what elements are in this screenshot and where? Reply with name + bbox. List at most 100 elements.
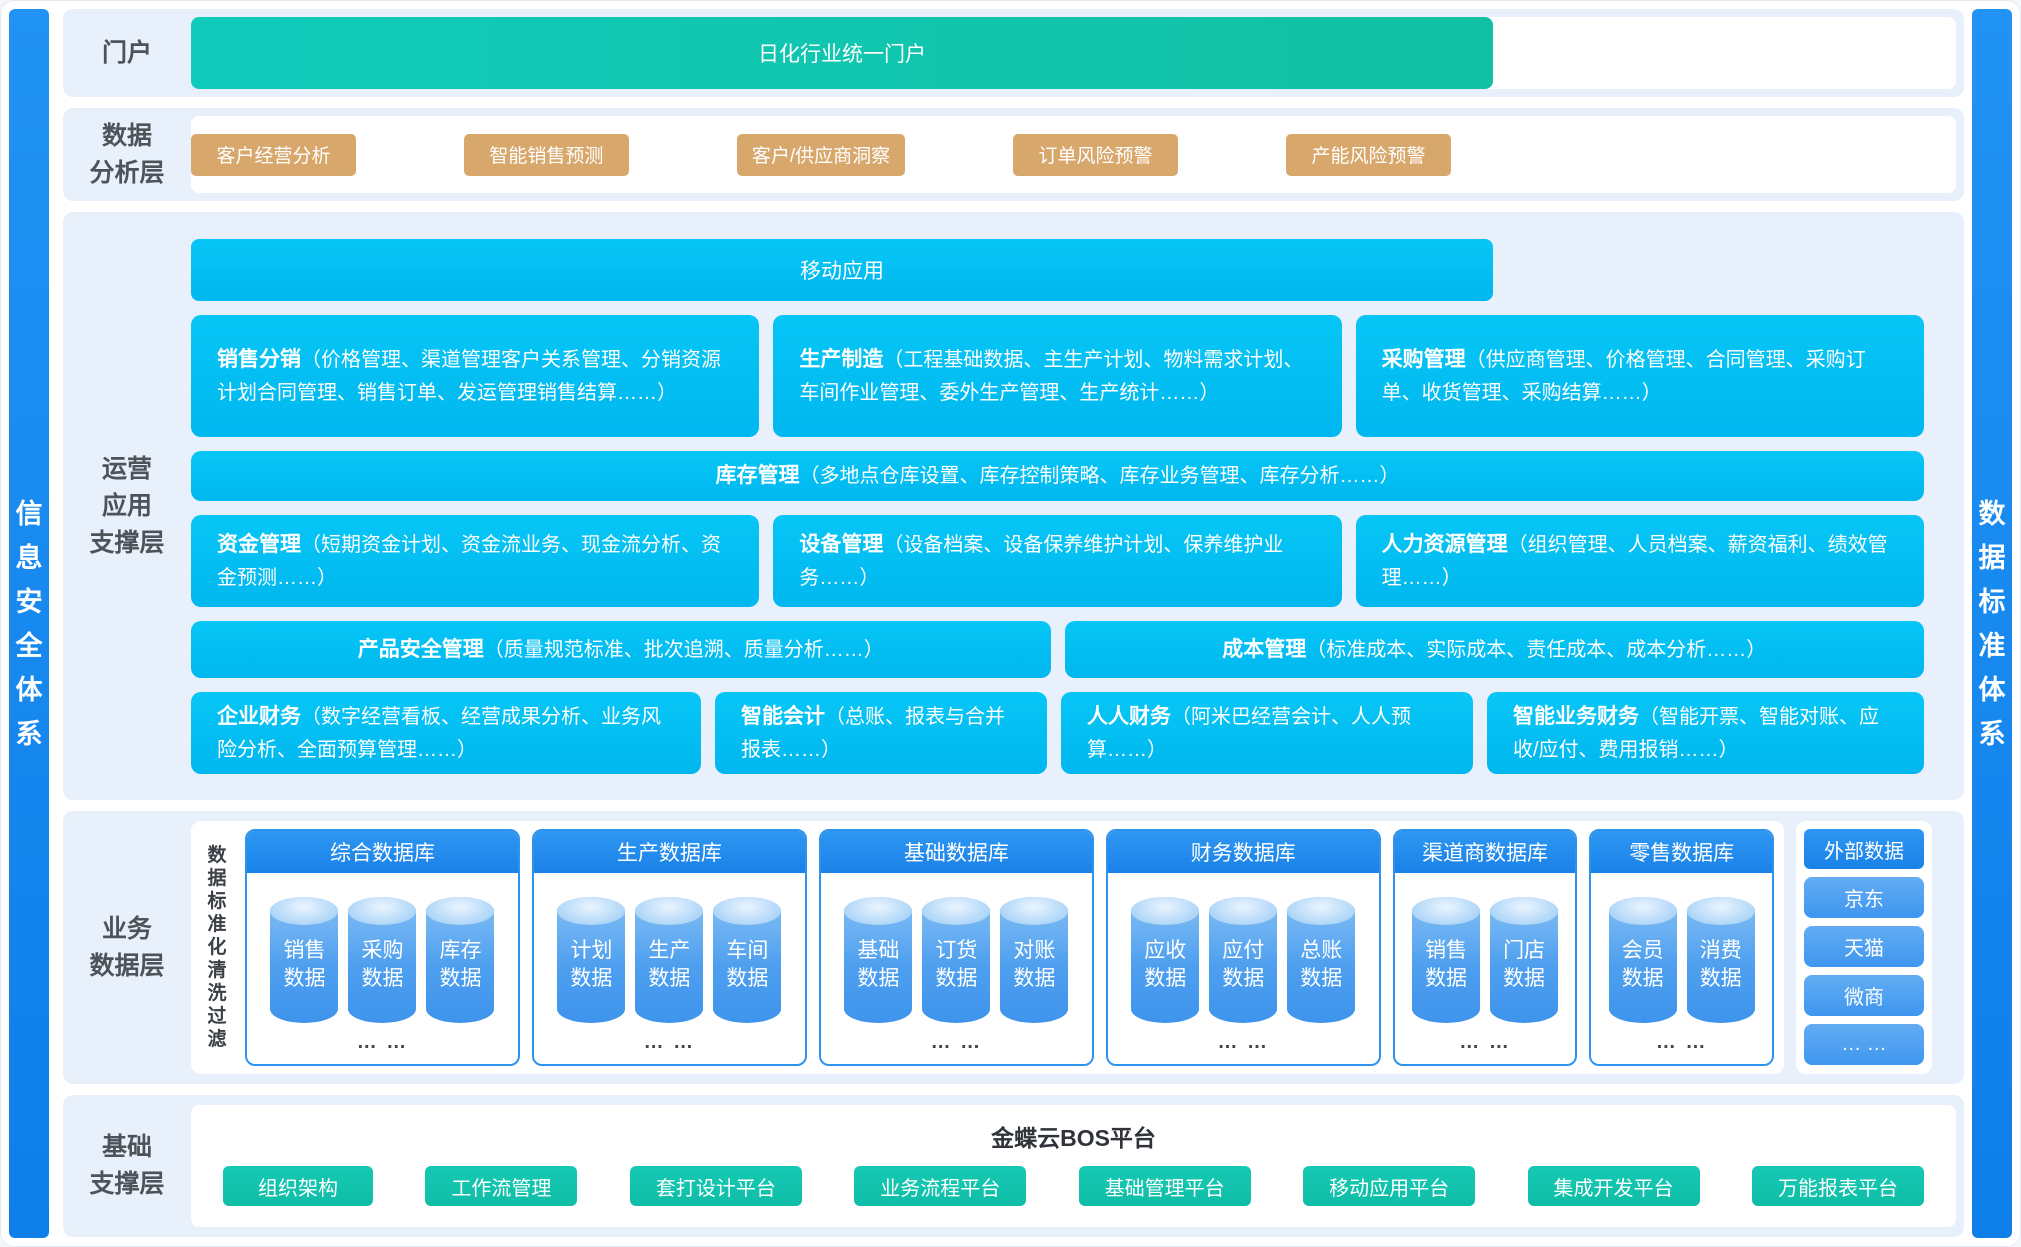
chip-mobile-app-platform[interactable]: 移动应用平台 [1303, 1166, 1476, 1206]
data-cylinder: 订货数据 [922, 897, 991, 1023]
db-group-basic: 基础数据库 基础数据 订货数据 对账数据 … … [818, 829, 1094, 1066]
chip-universal-report-platform[interactable]: 万能报表平台 [1751, 1166, 1924, 1206]
db-group-production: 生产数据库 计划数据 生产数据 车间数据 … … [531, 829, 807, 1066]
module-text: 人人财务（阿米巴经营会计、人人预算……） [1087, 704, 1411, 761]
chip-integration-dev-platform[interactable]: 集成开发平台 [1527, 1166, 1700, 1206]
data-cylinder: 车间数据 [713, 897, 782, 1023]
data-cylinder: 门店数据 [1490, 897, 1559, 1023]
external-data-box: 外部数据 京东 天猫 微商 … … [1796, 821, 1932, 1074]
data-cylinder: 应付数据 [1209, 897, 1278, 1023]
more-dots: … … [1217, 1031, 1270, 1053]
analysis-layer-content: 客户经营分析 智能销售预测 客户/供应商洞察 订单风险预警 产能风险预警 [191, 108, 1964, 201]
db-group-finance: 财务数据库 应收数据 应付数据 总账数据 … … [1105, 829, 1381, 1066]
db-header: 财务数据库 [1107, 831, 1379, 873]
module-smart-business-finance[interactable]: 智能业务财务（智能开票、智能对账、应收/应付、费用报销……） [1487, 692, 1924, 774]
module-text: 销售分销（价格管理、渠道管理客户关系管理、分销资源计划合同管理、销售订单、发运管… [217, 347, 721, 404]
more-dots: … … [356, 1031, 409, 1053]
external-item-jd[interactable]: 京东 [1804, 877, 1924, 918]
foundation-layer-content: 金蝶云BOS平台 组织架构 工作流管理 套打设计平台 业务流程平台 基础管理平台… [191, 1095, 1964, 1237]
cylinder-row: 基础数据 订货数据 对账数据 [844, 897, 1069, 1023]
analysis-strip: 客户经营分析 智能销售预测 客户/供应商洞察 订单风险预警 产能风险预警 [191, 116, 1956, 193]
module-equipment[interactable]: 设备管理（设备档案、设备保养维护计划、保养维护业务……） [773, 515, 1342, 607]
module-text: 企业财务（数字经营看板、经营成果分析、业务风险分析、全面预算管理……） [217, 704, 661, 761]
db-group-channel: 渠道商数据库 销售数据 门店数据 … … [1392, 829, 1578, 1066]
portal-layer-content: 日化行业统一门户 [191, 9, 1964, 97]
db-body: 计划数据 生产数据 车间数据 … … [534, 873, 805, 1064]
analysis-chip-row: 客户经营分析 智能销售预测 客户/供应商洞察 订单风险预警 产能风险预警 [191, 133, 1451, 176]
operation-layer-label: 运营 应用 支撑层 [89, 454, 165, 557]
module-everyone-finance[interactable]: 人人财务（阿米巴经营会计、人人预算……） [1061, 692, 1473, 774]
data-cylinder: 对账数据 [1000, 897, 1069, 1023]
security-system-bar: 信息安全体系 [9, 9, 49, 1238]
chip-sales-forecast[interactable]: 智能销售预测 [463, 133, 629, 176]
data-cylinder: 生产数据 [635, 897, 704, 1023]
chip-print-design-platform[interactable]: 套打设计平台 [629, 1166, 802, 1206]
data-layer: 业务 数据层 数据标准化清洗过滤 综合数据库 销售数据 采购数据 库存数据 [63, 811, 1964, 1084]
data-cylinder: 应收数据 [1131, 897, 1200, 1023]
chip-customer-supplier-insight[interactable]: 客户/供应商洞察 [736, 133, 906, 176]
data-layer-label: 业务 数据层 [89, 914, 165, 980]
more-dots: … … [643, 1031, 696, 1053]
module-text: 资金管理（短期资金计划、资金流业务、现金流分析、资金预测……） [217, 532, 721, 589]
platform-chip-row: 组织架构 工作流管理 套打设计平台 业务流程平台 基础管理平台 移动应用平台 集… [191, 1166, 1956, 1206]
module-product-safety[interactable]: 产品安全管理（质量规范标准、批次追溯、质量分析……） [191, 621, 1051, 678]
more-dots: … … [1459, 1031, 1511, 1053]
external-item-tmall[interactable]: 天猫 [1804, 926, 1924, 967]
chip-order-risk-warning[interactable]: 订单风险预警 [1013, 133, 1179, 176]
db-header: 生产数据库 [533, 831, 805, 873]
db-header: 零售数据库 [1591, 831, 1772, 873]
more-dots: … … [930, 1031, 983, 1053]
portal-strip: 日化行业统一门户 [191, 17, 1956, 89]
data-standard-label: 数据标准体系 [1978, 498, 2006, 749]
db-group-retail: 零售数据库 会员数据 消费数据 … … [1589, 829, 1774, 1066]
operation-row-2: 资金管理（短期资金计划、资金流业务、现金流分析、资金预测……） 设备管理（设备档… [191, 515, 1924, 607]
module-enterprise-finance[interactable]: 企业财务（数字经营看板、经营成果分析、业务风险分析、全面预算管理……） [191, 692, 701, 774]
external-data-header: 外部数据 [1804, 829, 1924, 869]
more-dots: … … [1655, 1031, 1708, 1053]
chip-business-process-platform[interactable]: 业务流程平台 [854, 1166, 1027, 1206]
module-cost[interactable]: 成本管理（标准成本、实际成本、责任成本、成本分析……） [1064, 621, 1924, 678]
module-sales-distribution[interactable]: 销售分销（价格管理、渠道管理客户关系管理、分销资源计划合同管理、销售订单、发运管… [191, 315, 760, 437]
db-body: 会员数据 消费数据 … … [1591, 873, 1772, 1064]
operation-layer-content: 移动应用 销售分销（价格管理、渠道管理客户关系管理、分销资源计划合同管理、销售订… [191, 212, 1964, 800]
operation-layer: 运营 应用 支撑层 移动应用 销售分销（价格管理、渠道管理客户关系管理、分销资源… [63, 212, 1964, 800]
module-procurement[interactable]: 采购管理（供应商管理、价格管理、合同管理、采购订单、收货管理、采购结算……） [1355, 315, 1924, 437]
operation-row-4: 企业财务（数字经营看板、经营成果分析、业务风险分析、全面预算管理……） 智能会计… [191, 692, 1924, 774]
foundation-layer-label: 基础 支撑层 [89, 1133, 165, 1198]
chip-workflow[interactable]: 工作流管理 [425, 1166, 578, 1206]
chip-customer-analysis[interactable]: 客户经营分析 [191, 133, 356, 176]
module-text: 生产制造（工程基础数据、主生产计划、物料需求计划、车间作业管理、委外生产管理、生… [799, 347, 1304, 404]
db-body: 销售数据 门店数据 … … [1395, 873, 1576, 1064]
module-text: 采购管理（供应商管理、价格管理、合同管理、采购订单、收货管理、采购结算……） [1381, 347, 1866, 404]
operation-row-1: 销售分销（价格管理、渠道管理客户关系管理、分销资源计划合同管理、销售订单、发运管… [191, 315, 1924, 437]
module-funds[interactable]: 资金管理（短期资金计划、资金流业务、现金流分析、资金预测……） [191, 515, 760, 607]
db-body: 基础数据 订货数据 对账数据 … … [821, 873, 1092, 1064]
external-item-weishang[interactable]: 微商 [1804, 975, 1924, 1016]
portal-banner: 日化行业统一门户 [191, 17, 1493, 89]
external-item-more[interactable]: … … [1804, 1024, 1924, 1065]
db-header: 综合数据库 [247, 831, 518, 873]
data-layer-content: 数据标准化清洗过滤 综合数据库 销售数据 采购数据 库存数据 … … [191, 811, 1964, 1084]
cylinder-row: 应收数据 应付数据 总账数据 [1131, 897, 1356, 1023]
db-header: 基础数据库 [820, 831, 1092, 873]
module-production[interactable]: 生产制造（工程基础数据、主生产计划、物料需求计划、车间作业管理、委外生产管理、生… [773, 315, 1342, 437]
mobile-app-bar[interactable]: 移动应用 [191, 239, 1493, 301]
cylinder-row: 计划数据 生产数据 车间数据 [557, 897, 782, 1023]
chip-org-structure[interactable]: 组织架构 [223, 1166, 373, 1206]
portal-layer-label: 门户 [101, 38, 152, 67]
module-text: 成本管理（标准成本、实际成本、责任成本、成本分析……） [1222, 637, 1767, 661]
cylinder-row: 会员数据 消费数据 [1608, 897, 1755, 1023]
module-text: 智能业务财务（智能开票、智能对账、应收/应付、费用报销……） [1513, 704, 1879, 761]
chip-capacity-risk-warning[interactable]: 产能风险预警 [1285, 133, 1451, 176]
foundation-layer: 基础 支撑层 金蝶云BOS平台 组织架构 工作流管理 套打设计平台 业务流程平台… [63, 1095, 1964, 1237]
chip-basic-management-platform[interactable]: 基础管理平台 [1078, 1166, 1251, 1206]
analysis-layer: 数据 分析层 客户经营分析 智能销售预测 客户/供应商洞察 订单风险预警 产能风… [63, 108, 1964, 201]
data-filter-label: 数据标准化清洗过滤 [207, 845, 227, 1050]
module-smart-accounting[interactable]: 智能会计（总账、报表与合并报表……） [715, 692, 1047, 774]
data-cylinder: 总账数据 [1287, 897, 1356, 1023]
module-human-resources[interactable]: 人力资源管理（组织管理、人员档案、薪资福利、绩效管理……） [1355, 515, 1924, 607]
module-text: 人力资源管理（组织管理、人员档案、薪资福利、绩效管理……） [1381, 532, 1888, 589]
module-inventory[interactable]: 库存管理（多地点仓库设置、库存控制策略、库存业务管理、库存分析……） [191, 451, 1924, 501]
db-header: 渠道商数据库 [1394, 831, 1576, 873]
